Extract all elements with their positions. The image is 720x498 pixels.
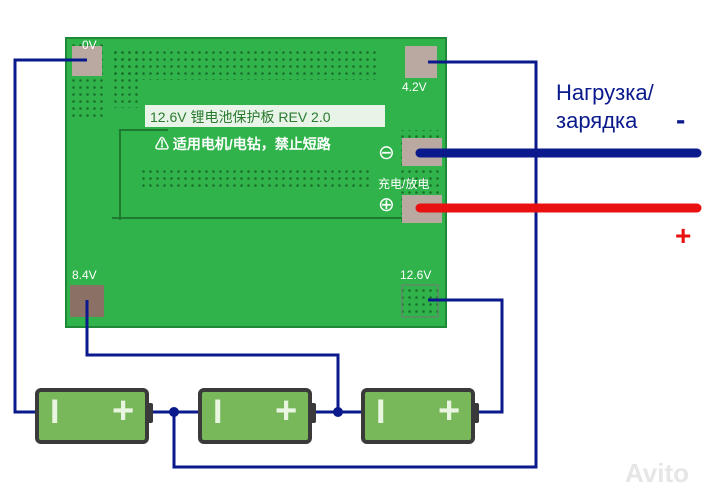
pcb-board xyxy=(65,37,447,328)
label-8-4v: 8.4V xyxy=(72,268,97,282)
junction-dot xyxy=(169,407,179,417)
minus-terminal-icon: ⊖ xyxy=(378,142,395,164)
charge-discharge-label: 充电/放电 xyxy=(378,177,430,191)
battery-2-plus: + xyxy=(275,390,298,432)
wires xyxy=(13,58,538,469)
battery-2-minus: I xyxy=(213,393,223,431)
load-minus-sign: - xyxy=(676,104,686,135)
warning-icon: ⚠ xyxy=(155,136,173,152)
battery-1-plus: + xyxy=(112,390,135,432)
battery-3-minus: I xyxy=(376,393,386,431)
battery-3 xyxy=(361,388,479,444)
load-plus-sign: + xyxy=(675,220,692,251)
avito-watermark: Avito xyxy=(625,458,690,488)
battery-2 xyxy=(198,388,316,444)
label-0v: 0V xyxy=(82,38,97,52)
battery-1 xyxy=(35,388,153,444)
title-label-bg xyxy=(145,105,385,127)
board-title: 12.6V 锂电池保护板 REV 2.0 xyxy=(150,109,331,125)
battery-3-plus: + xyxy=(438,390,461,432)
board-warning: ⚠ 适用电机/电钻，禁止短路 xyxy=(155,136,331,152)
plus-terminal-icon: ⊕ xyxy=(378,194,395,216)
junction-dot xyxy=(333,407,343,417)
label-4-2v: 4.2V xyxy=(402,80,427,94)
load-label-line1: Нагрузка/ xyxy=(556,80,654,105)
label-12-6v: 12.6V xyxy=(400,268,432,282)
load-label-line2: зарядка xyxy=(556,108,638,133)
batteries xyxy=(35,388,479,444)
battery-1-minus: I xyxy=(50,393,60,431)
